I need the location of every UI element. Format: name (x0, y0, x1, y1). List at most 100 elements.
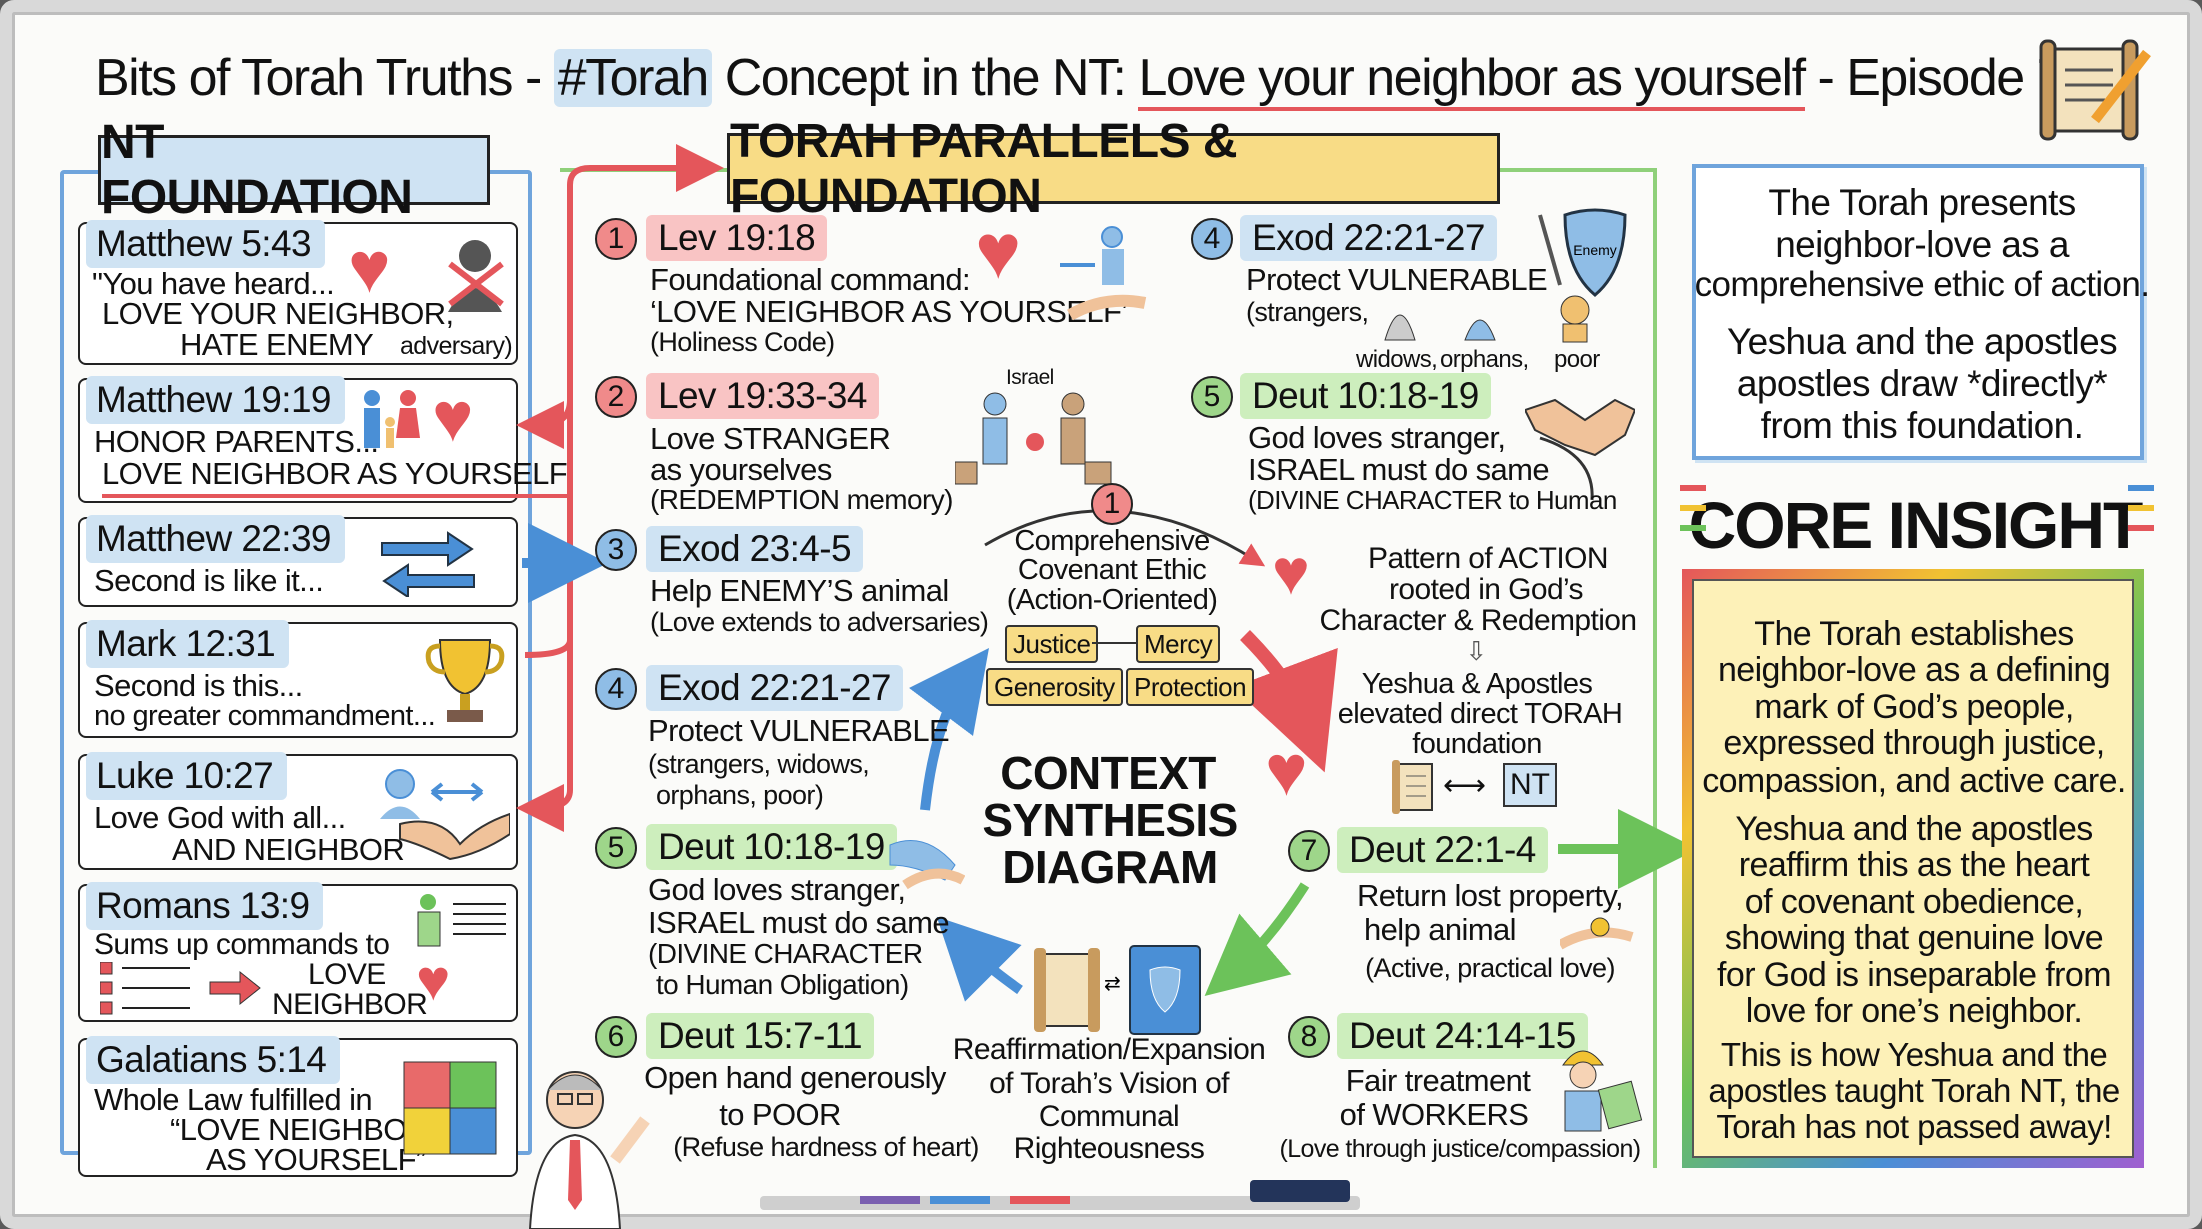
marker-red (1010, 1196, 1070, 1204)
worker-icon (1562, 1050, 1643, 1132)
card-ref: Matthew 19:19 (86, 376, 345, 424)
israel-label: Israel (1006, 366, 1054, 389)
family-icon (364, 390, 420, 448)
heart-icon: ♥ (348, 228, 391, 308)
item-text: poor (1554, 346, 1600, 373)
bidirectional-arrow-icon: ⟷ (1443, 769, 1486, 802)
card-text: “LOVE NEIGHBOR (170, 1112, 429, 1147)
item-text: (Refuse hardness of heart) (673, 1132, 979, 1162)
item-text: (strangers, (1246, 297, 1369, 327)
tag-connector (1092, 642, 1136, 644)
core-insight-title: CORE INSIGHT (1688, 488, 2144, 562)
card-text: NEIGHBOR (272, 988, 428, 1021)
card-ref: Romans 13:9 (86, 882, 324, 930)
item-text: Open hand generously (644, 1060, 946, 1095)
card-text: AS YOURSELF” (206, 1142, 426, 1177)
sparkle-left-icon (1680, 505, 1706, 511)
core-text: reaffirm this as the heart (1738, 846, 2090, 884)
scroll-pencil-icon (2039, 39, 2151, 141)
item-number: 4 (595, 668, 637, 710)
item-number: 7 (1288, 830, 1330, 872)
item-text: God loves stranger, (1248, 420, 1506, 455)
nt-foundation-header: NT FOUNDATION (98, 116, 490, 224)
torah-parallels-title: TORAH PARALLELS & FOUNDATION (730, 114, 1238, 223)
tag-mercy: Mercy (1136, 625, 1221, 663)
item-text: (Holiness Code) (650, 327, 835, 357)
item-text: Protect VULNERABLE (1246, 262, 1548, 297)
core-text: apostles taught Torah NT, the (1708, 1072, 2120, 1109)
summary-text: comprehensive ethic of action. (1694, 265, 2150, 304)
tag-protection: Protection (1126, 668, 1255, 706)
card-text: HATE ENEMY (180, 327, 374, 362)
card-text: Whole Law fulfilled in (94, 1082, 373, 1117)
sparkle-right-icon (2128, 505, 2154, 511)
marker-blue (930, 1196, 990, 1204)
item-text: (REDEMPTION memory) (650, 484, 953, 515)
item-number: 6 (595, 1016, 637, 1058)
down-arrow-icon: ⇩ (1465, 636, 1487, 666)
card-text: "You have heard... (92, 266, 335, 301)
torah-parallels-header: TORAH PARALLELS & FOUNDATION (727, 115, 1500, 223)
nt-card-matthew-19-19: Matthew 19:19 HONOR PARENTS... LOVE NEIG… (78, 376, 568, 503)
core-insight-inner: The Torah establishes neighbor-love as a… (1692, 579, 2134, 1158)
lawgiver-icon (417, 894, 506, 947)
nt-badge-label: NT (1510, 768, 1550, 801)
item-number: 5 (1191, 376, 1233, 418)
item-ref: Deut 22:1-4 (1337, 827, 1548, 873)
reaffirm-text: Communal (1038, 1100, 1180, 1133)
core-text: neighbor-love as a defining (1717, 651, 2111, 689)
item-number: 1 (595, 218, 637, 260)
summary-text: The Torah presents (1768, 182, 2076, 223)
item-text: (strangers, widows, (648, 749, 870, 779)
item-text: (DIVINE CHARACTER to Human (1248, 485, 1617, 515)
marker-purple (860, 1196, 920, 1204)
card-ref: Galatians 5:14 (86, 1036, 341, 1084)
card-ref: Matthew 22:39 (86, 515, 345, 563)
nt-foundation-title: NT FOUNDATION (101, 116, 413, 224)
item-text: to POOR (719, 1097, 841, 1132)
yeshua-text: elevated direct TORAH (1337, 698, 1623, 730)
person-handshake-icon (380, 769, 510, 861)
summary-text: neighbor-love as a (1775, 224, 2069, 265)
item-ref: Exod 22:21-27 (1240, 215, 1497, 261)
item-text: help animal (1364, 912, 1517, 947)
item-number: 5 (595, 827, 637, 869)
item-ref: Deut 10:18-19 (1240, 373, 1491, 419)
giving-hand-icon (1560, 917, 1634, 950)
card-text: LOVE YOUR NEIGHBOR, (102, 296, 454, 331)
ethic-text: (Action-Oriented) (1006, 584, 1218, 616)
item-text: ISRAEL must do same (1248, 452, 1550, 487)
item-ref: Deut 10:18-19 (646, 824, 897, 870)
item-text: (Love extends to adversaries) (650, 607, 989, 637)
page-title: Bits of Torah Truths - #Torah Concept in… (95, 48, 2120, 111)
title-highlight: Love your neighbor as yourself (1138, 49, 1806, 111)
core-insight-box: The Torah establishes neighbor-love as a… (1682, 569, 2144, 1168)
item-text: of WORKERS (1339, 1097, 1529, 1132)
title-part: Concept in the NT: (711, 49, 1139, 107)
item-text: Return lost property, (1357, 878, 1624, 913)
nt-card-matthew-22-39: Matthew 22:39 Second is like it... (78, 515, 518, 607)
crossed-enemy-icon (448, 240, 504, 312)
core-text: Yeshua and the apostles (1735, 810, 2093, 848)
core-text: mark of God’s people, (1754, 688, 2074, 726)
heart-hand-icon: ♥ (1272, 536, 1310, 608)
item-ref: Lev 19:33-34 (646, 373, 879, 419)
item-text: to Human Obligation) (656, 969, 909, 1000)
card-text: Second is this... (94, 668, 303, 703)
item-text: as yourselves (650, 452, 832, 487)
exchange-arrows-icon (381, 531, 475, 597)
card-text: no greater commandment... (94, 700, 436, 732)
core-text: The Torah establishes (1754, 615, 2074, 653)
core-text: expressed through justice, (1723, 724, 2105, 762)
summary-box: The Torah presents neighbor-love as a co… (1692, 164, 2150, 460)
item-text: ISRAEL must do same (648, 905, 950, 940)
nt-badge: NT (1503, 763, 1557, 807)
yeshua-text: Yeshua & Apostles (1361, 668, 1593, 700)
person-reaching-icon (1060, 226, 1147, 321)
core-text: love for one’s neighbor. (1745, 992, 2083, 1030)
title-part: Bits of Torah Truths - (95, 49, 554, 107)
item-text: Help ENEMY’S animal (650, 573, 949, 608)
item-ref: Deut 15:7-11 (646, 1013, 874, 1059)
vulnerable-people-icons (1384, 295, 1590, 343)
tag-generosity: Generosity (986, 668, 1123, 706)
